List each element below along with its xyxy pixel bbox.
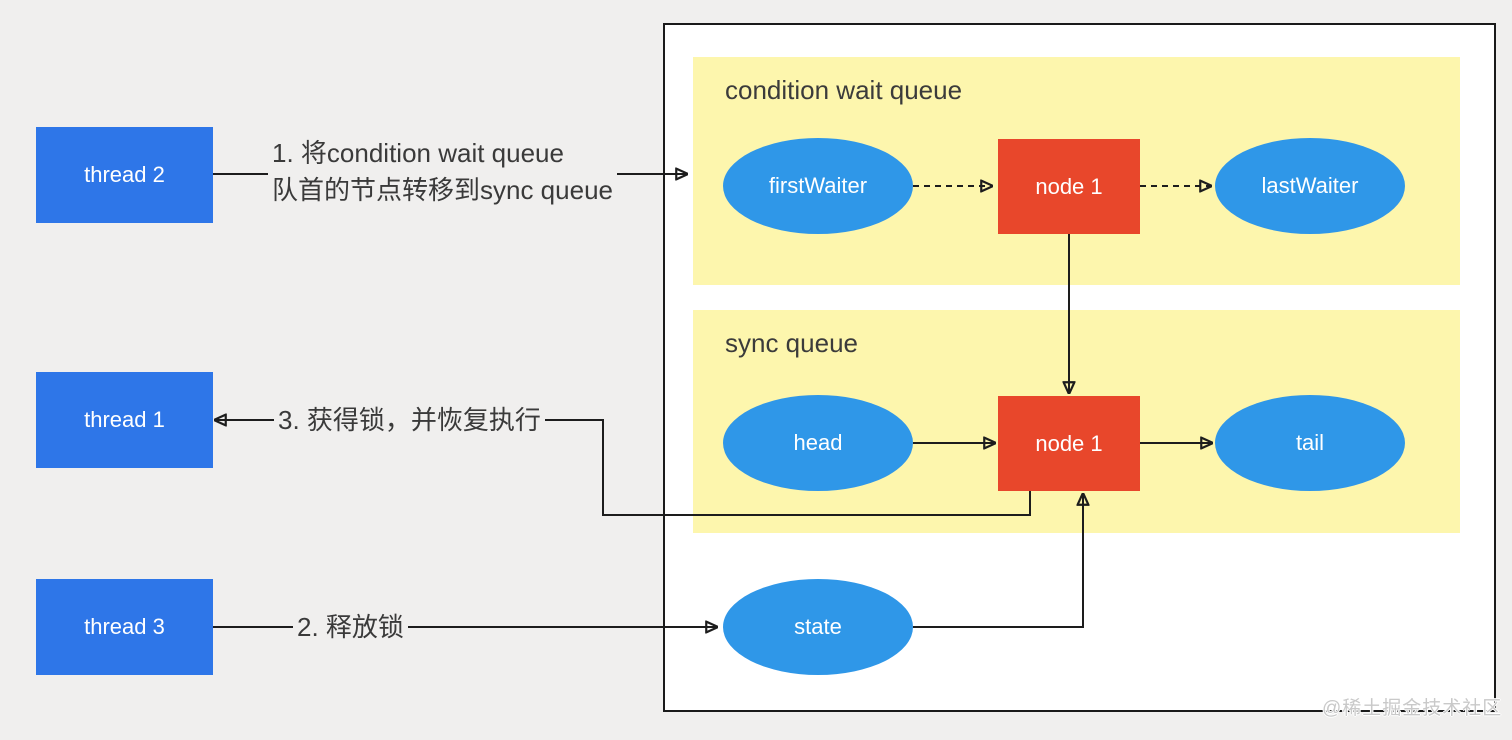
thread-3-label: thread 3 — [84, 614, 165, 639]
thread-2-label: thread 2 — [84, 162, 165, 187]
step1-annotation-line1: 1. 将condition wait queue — [272, 138, 564, 168]
step2-annotation: 2. 释放锁 — [293, 609, 408, 646]
head-label: head — [793, 430, 843, 455]
sync-queue-title: sync queue — [725, 328, 858, 358]
thread-1-box: thread 1 — [36, 372, 213, 468]
tail-label: tail — [1295, 430, 1325, 455]
last-waiter-ellipse: lastWaiter — [1215, 138, 1405, 234]
sync-node1-label: node 1 — [1035, 430, 1103, 456]
condition-node1-label: node 1 — [1035, 173, 1103, 199]
first-waiter-ellipse: firstWaiter — [723, 138, 913, 234]
watermark: @稀土掘金技术社区 — [1322, 698, 1503, 719]
sync-node1-box: node 1 — [998, 396, 1140, 491]
last-waiter-label: lastWaiter — [1261, 173, 1359, 198]
arrow-state-to-node1 — [913, 495, 1083, 628]
first-waiter-label: firstWaiter — [768, 173, 868, 198]
state-label: state — [794, 614, 842, 639]
thread-1-label: thread 1 — [84, 407, 165, 432]
thread-2-box: thread 2 — [36, 127, 213, 223]
condition-node1-box: node 1 — [998, 139, 1140, 234]
tail-ellipse: tail — [1215, 395, 1405, 491]
step3-annotation: 3. 获得锁，并恢复执行 — [274, 402, 545, 439]
thread-3-box: thread 3 — [36, 579, 213, 675]
step1-annotation: 1. 将condition wait queue 队首的节点转移到sync qu… — [268, 135, 617, 209]
head-ellipse: head — [723, 395, 913, 491]
condition-wait-queue-title: condition wait queue — [725, 75, 963, 105]
state-ellipse: state — [723, 579, 913, 675]
step1-annotation-line2: 队首的节点转移到sync queue — [272, 175, 613, 205]
